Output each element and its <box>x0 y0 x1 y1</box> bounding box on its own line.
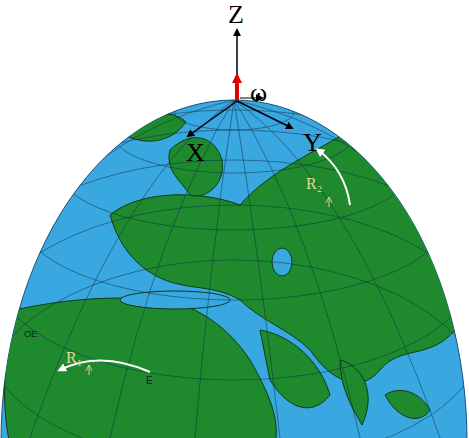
axis-label: X <box>186 140 205 166</box>
continents <box>5 114 466 438</box>
rotation-label: R₁ <box>66 350 82 366</box>
r2-marker <box>326 197 332 207</box>
axis-label: Z <box>228 2 244 28</box>
rotation-label: R₂ <box>306 176 322 192</box>
x-axis <box>188 101 237 136</box>
grid-lines <box>0 94 469 438</box>
r2-path-arrow <box>318 150 350 205</box>
omega-vector <box>235 76 239 100</box>
omega-label: ω <box>250 80 267 106</box>
direction-label: OE <box>24 330 37 339</box>
z-axis <box>236 30 238 100</box>
ocean <box>1 100 467 438</box>
r1-marker <box>86 365 92 375</box>
direction-label: E <box>146 376 153 386</box>
axis-label: Y <box>303 130 322 156</box>
